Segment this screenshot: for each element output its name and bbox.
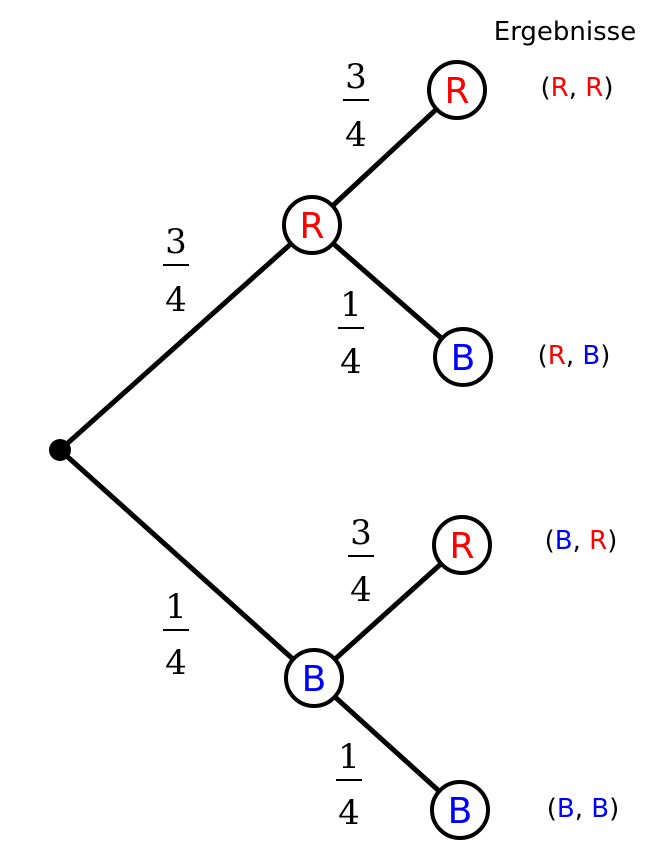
fraction-denominator: 4: [350, 570, 372, 610]
outcome-first: R: [548, 341, 566, 371]
fraction-numerator: 1: [340, 285, 362, 325]
fraction-denominator: 4: [165, 280, 187, 320]
prob-root-r: 3 4: [163, 222, 189, 320]
fraction-numerator: 1: [338, 737, 360, 777]
edge-root-to-r: [57, 222, 315, 453]
fraction-denominator: 4: [338, 793, 360, 833]
node-label: B: [302, 659, 327, 700]
fraction-numerator: 3: [345, 57, 367, 97]
node-level2-rr: R: [427, 60, 487, 120]
node-label: B: [448, 791, 473, 832]
fraction-denominator: 4: [345, 115, 367, 155]
edge-b-to-br: [311, 542, 465, 681]
tree-edges: [57, 87, 466, 813]
outcomes-header: Ergebnisse: [494, 17, 636, 47]
fraction-numerator: 1: [165, 587, 187, 627]
node-level2-bb: B: [430, 780, 490, 840]
fraction-numerator: 3: [165, 222, 187, 262]
root-node: [49, 439, 71, 461]
edge-r-to-rr: [309, 87, 460, 228]
edge-root-to-b: [57, 447, 317, 681]
node-label: R: [299, 206, 324, 247]
prob-root-b: 1 4: [163, 587, 189, 683]
outcome-second: R: [589, 526, 607, 556]
fraction-denominator: 4: [340, 342, 362, 382]
outcome-close: ): [600, 341, 610, 371]
fraction-numerator: 3: [350, 513, 372, 553]
prob-b-r: 3 4: [348, 513, 374, 610]
node-level1-b: B: [284, 648, 344, 708]
outcome-sep: ,: [569, 73, 586, 103]
outcome-open: (: [545, 526, 555, 556]
fraction-denominator: 4: [165, 643, 187, 683]
prob-r-b: 1 4: [338, 285, 364, 382]
outcome-rr: (R, R): [541, 73, 614, 103]
outcome-second: R: [585, 73, 603, 103]
node-level2-rb: B: [433, 327, 493, 387]
outcome-sep: ,: [566, 341, 583, 371]
outcome-sep: ,: [573, 526, 590, 556]
outcome-br: (B, R): [545, 526, 618, 556]
outcome-second: B: [591, 794, 609, 824]
node-label: B: [451, 338, 476, 379]
outcome-first: R: [551, 73, 569, 103]
prob-r-r: 3 4: [343, 57, 369, 155]
outcome-sep: ,: [575, 794, 592, 824]
node-label: R: [449, 526, 474, 567]
outcome-open: (: [541, 73, 551, 103]
outcome-first: B: [557, 794, 575, 824]
prob-b-b: 1 4: [336, 737, 362, 833]
outcome-open: (: [547, 794, 557, 824]
outcome-second: B: [582, 341, 600, 371]
outcome-bb: (B, B): [547, 794, 620, 824]
outcome-open: (: [538, 341, 548, 371]
node-level2-br: R: [432, 515, 492, 575]
node-level1-r: R: [282, 195, 342, 255]
outcome-close: ): [607, 526, 617, 556]
node-label: R: [444, 71, 469, 112]
edge-r-to-rb: [309, 222, 466, 360]
outcome-close: ): [603, 73, 613, 103]
edge-b-to-bb: [311, 675, 463, 813]
outcome-close: ): [609, 794, 619, 824]
outcome-first: B: [555, 526, 573, 556]
outcome-rb: (R, B): [538, 341, 611, 371]
